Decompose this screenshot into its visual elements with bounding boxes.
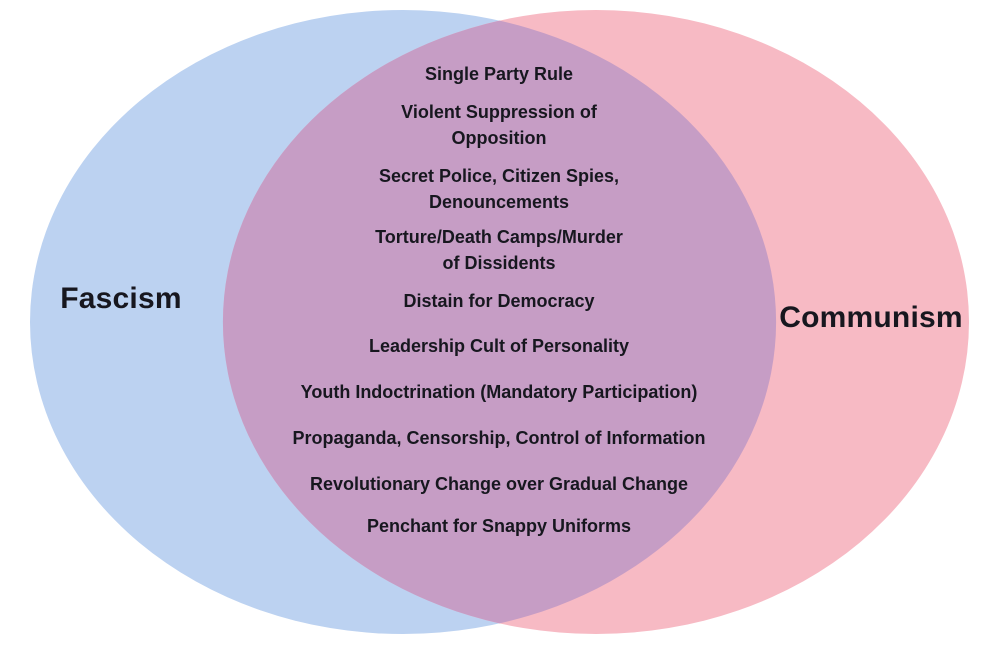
overlap-item: Penchant for Snappy Uniforms — [367, 513, 631, 539]
overlap-item-line: Torture/Death Camps/Murder — [375, 227, 623, 247]
overlap-item-line: Penchant for Snappy Uniforms — [366, 516, 632, 536]
overlap-item: Secret Police, Citizen Spies, Denouncemen… — [379, 163, 619, 215]
overlap-item-line: Violent Suppression of — [401, 102, 597, 122]
overlap-item-line: Secret Police, Citizen Spies, — [378, 166, 620, 186]
fascism-label: Fascism — [60, 282, 182, 315]
overlap-item: Leadership Cult of Personality — [369, 333, 629, 359]
overlap-region — [222, 20, 777, 624]
overlap-item-line: Denouncements — [428, 192, 570, 212]
overlap-item: Violent Suppression of Opposition — [401, 99, 597, 151]
overlap-item-line: Single Party Rule — [424, 64, 574, 84]
overlap-item-line: Revolutionary Change over Gradual Change — [309, 474, 689, 494]
overlap-item: Single Party Rule — [425, 61, 573, 87]
overlap-item: Revolutionary Change over Gradual Change — [310, 471, 688, 497]
overlap-item-line: of Dissidents — [442, 253, 556, 273]
overlap-item: Youth Indoctrination (Mandatory Particip… — [301, 379, 698, 405]
overlap-item-line: Youth Indoctrination (Mandatory Particip… — [300, 382, 698, 402]
overlap-item-line: Propaganda, Censorship, Control of Infor… — [292, 428, 706, 448]
overlap-item: Propaganda, Censorship, Control of Infor… — [292, 425, 705, 451]
overlap-item: Torture/Death Camps/Murder of Dissidents — [375, 224, 623, 276]
overlap-item: Distain for Democracy — [403, 288, 594, 314]
communism-label: Communism — [779, 301, 963, 334]
overlap-item-line: Opposition — [451, 128, 547, 148]
overlap-item-line: Leadership Cult of Personality — [368, 336, 630, 356]
overlap-item-line: Distain for Democracy — [403, 291, 595, 311]
